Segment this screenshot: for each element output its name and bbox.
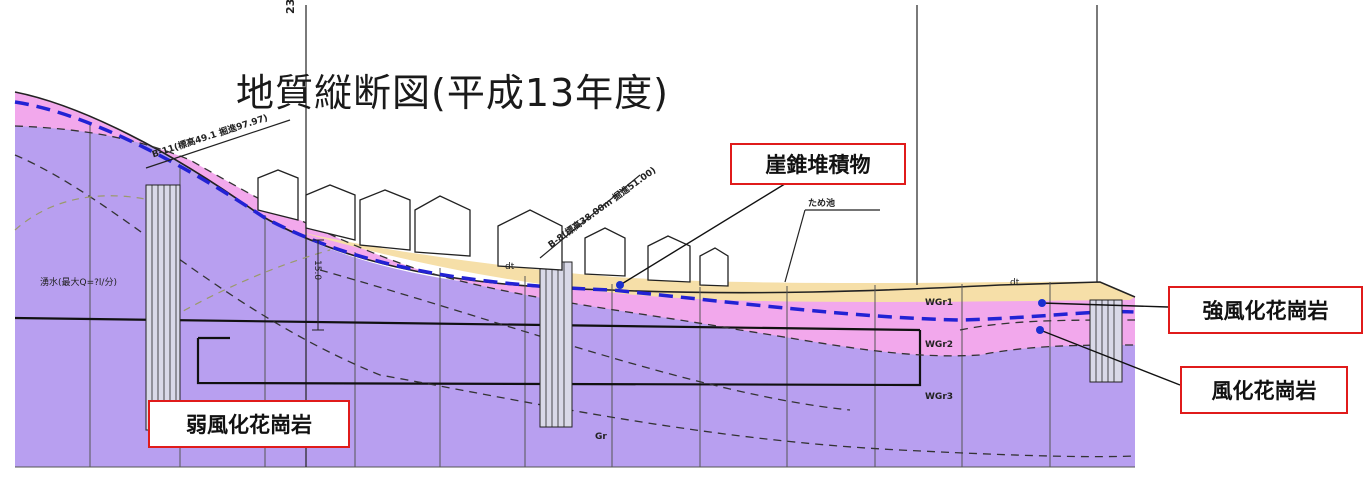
station-label: 23+32 <box>284 0 297 14</box>
weakly-weathered-granite-layer <box>15 92 1135 467</box>
borehole-right <box>1089 299 1123 383</box>
reference-lines <box>305 5 1098 467</box>
dimension-label: 15.0 <box>312 260 322 281</box>
houses <box>257 169 729 287</box>
borehole-b8 <box>539 261 573 428</box>
dt-label: dt <box>505 262 515 272</box>
borehole-b11 <box>145 184 181 431</box>
talus-deposit-layer <box>300 232 1135 303</box>
callout-leaders <box>619 181 1181 386</box>
wgr3-label: WGr3 <box>925 392 954 402</box>
wgr2-label: WGr2 <box>925 340 954 350</box>
callout-talus-deposit: 崖錐堆積物 <box>730 143 906 185</box>
callout-weathered-granite: 風化花崗岩 <box>1180 366 1348 414</box>
leader-dots <box>616 281 1046 334</box>
callout-strongly-weathered-granite: 強風化花崗岩 <box>1168 286 1363 334</box>
ground-surface-line <box>14 91 1136 298</box>
pond-label: ため池 <box>808 199 836 209</box>
wgr1-label: WGr1 <box>925 298 954 308</box>
callout-weakly-weathered-granite: 弱風化花崗岩 <box>148 400 350 448</box>
groundwater-line <box>14 100 1136 322</box>
dt-label-right: dt <box>1010 278 1020 288</box>
page-title: 地質縦断図(平成13年度) <box>236 71 670 115</box>
gr-label: Gr <box>595 432 607 442</box>
borehole-leaders <box>145 119 880 283</box>
water-note: 湧水(最大Q=?l/分) <box>40 278 117 288</box>
dimension-marker <box>312 239 324 331</box>
